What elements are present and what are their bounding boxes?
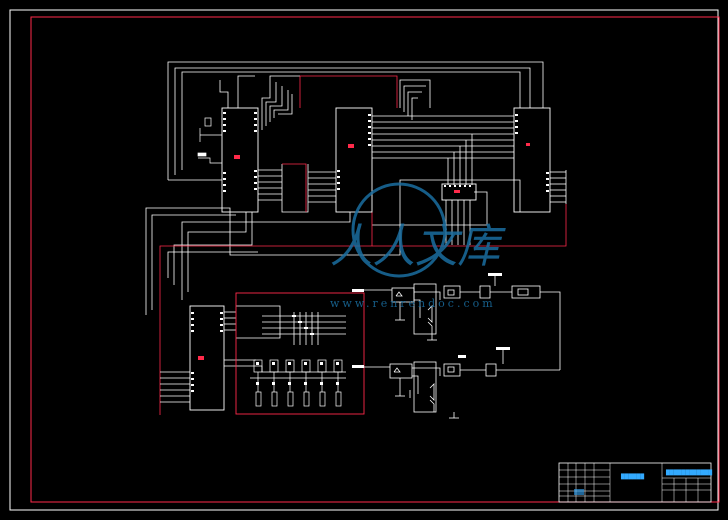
oscillator-circuit [197,117,222,164]
driver-circuit-lower [352,347,560,419]
watermark: 人人文库 www.renrendoc.com [330,182,506,310]
chip-u3 [513,107,551,213]
u4-wires [160,305,346,403]
drawing-border [30,16,720,503]
title-block: ██████ ████████████ [558,462,712,503]
chip-u4 [189,305,225,411]
latch-chip [441,183,477,201]
chip-u2 [335,107,373,213]
watermark-chars: 人人文库 [330,219,506,273]
school-name: ████████████ [665,469,712,476]
led-display-module [235,292,365,415]
driver-circuit-upper [352,273,561,370]
bus-wires [145,61,567,415]
drawing-name: ██████ [620,473,644,480]
outer-frame [9,9,719,511]
watermark-url: www.renrendoc.com [330,297,496,310]
chip-u1 [221,107,259,213]
